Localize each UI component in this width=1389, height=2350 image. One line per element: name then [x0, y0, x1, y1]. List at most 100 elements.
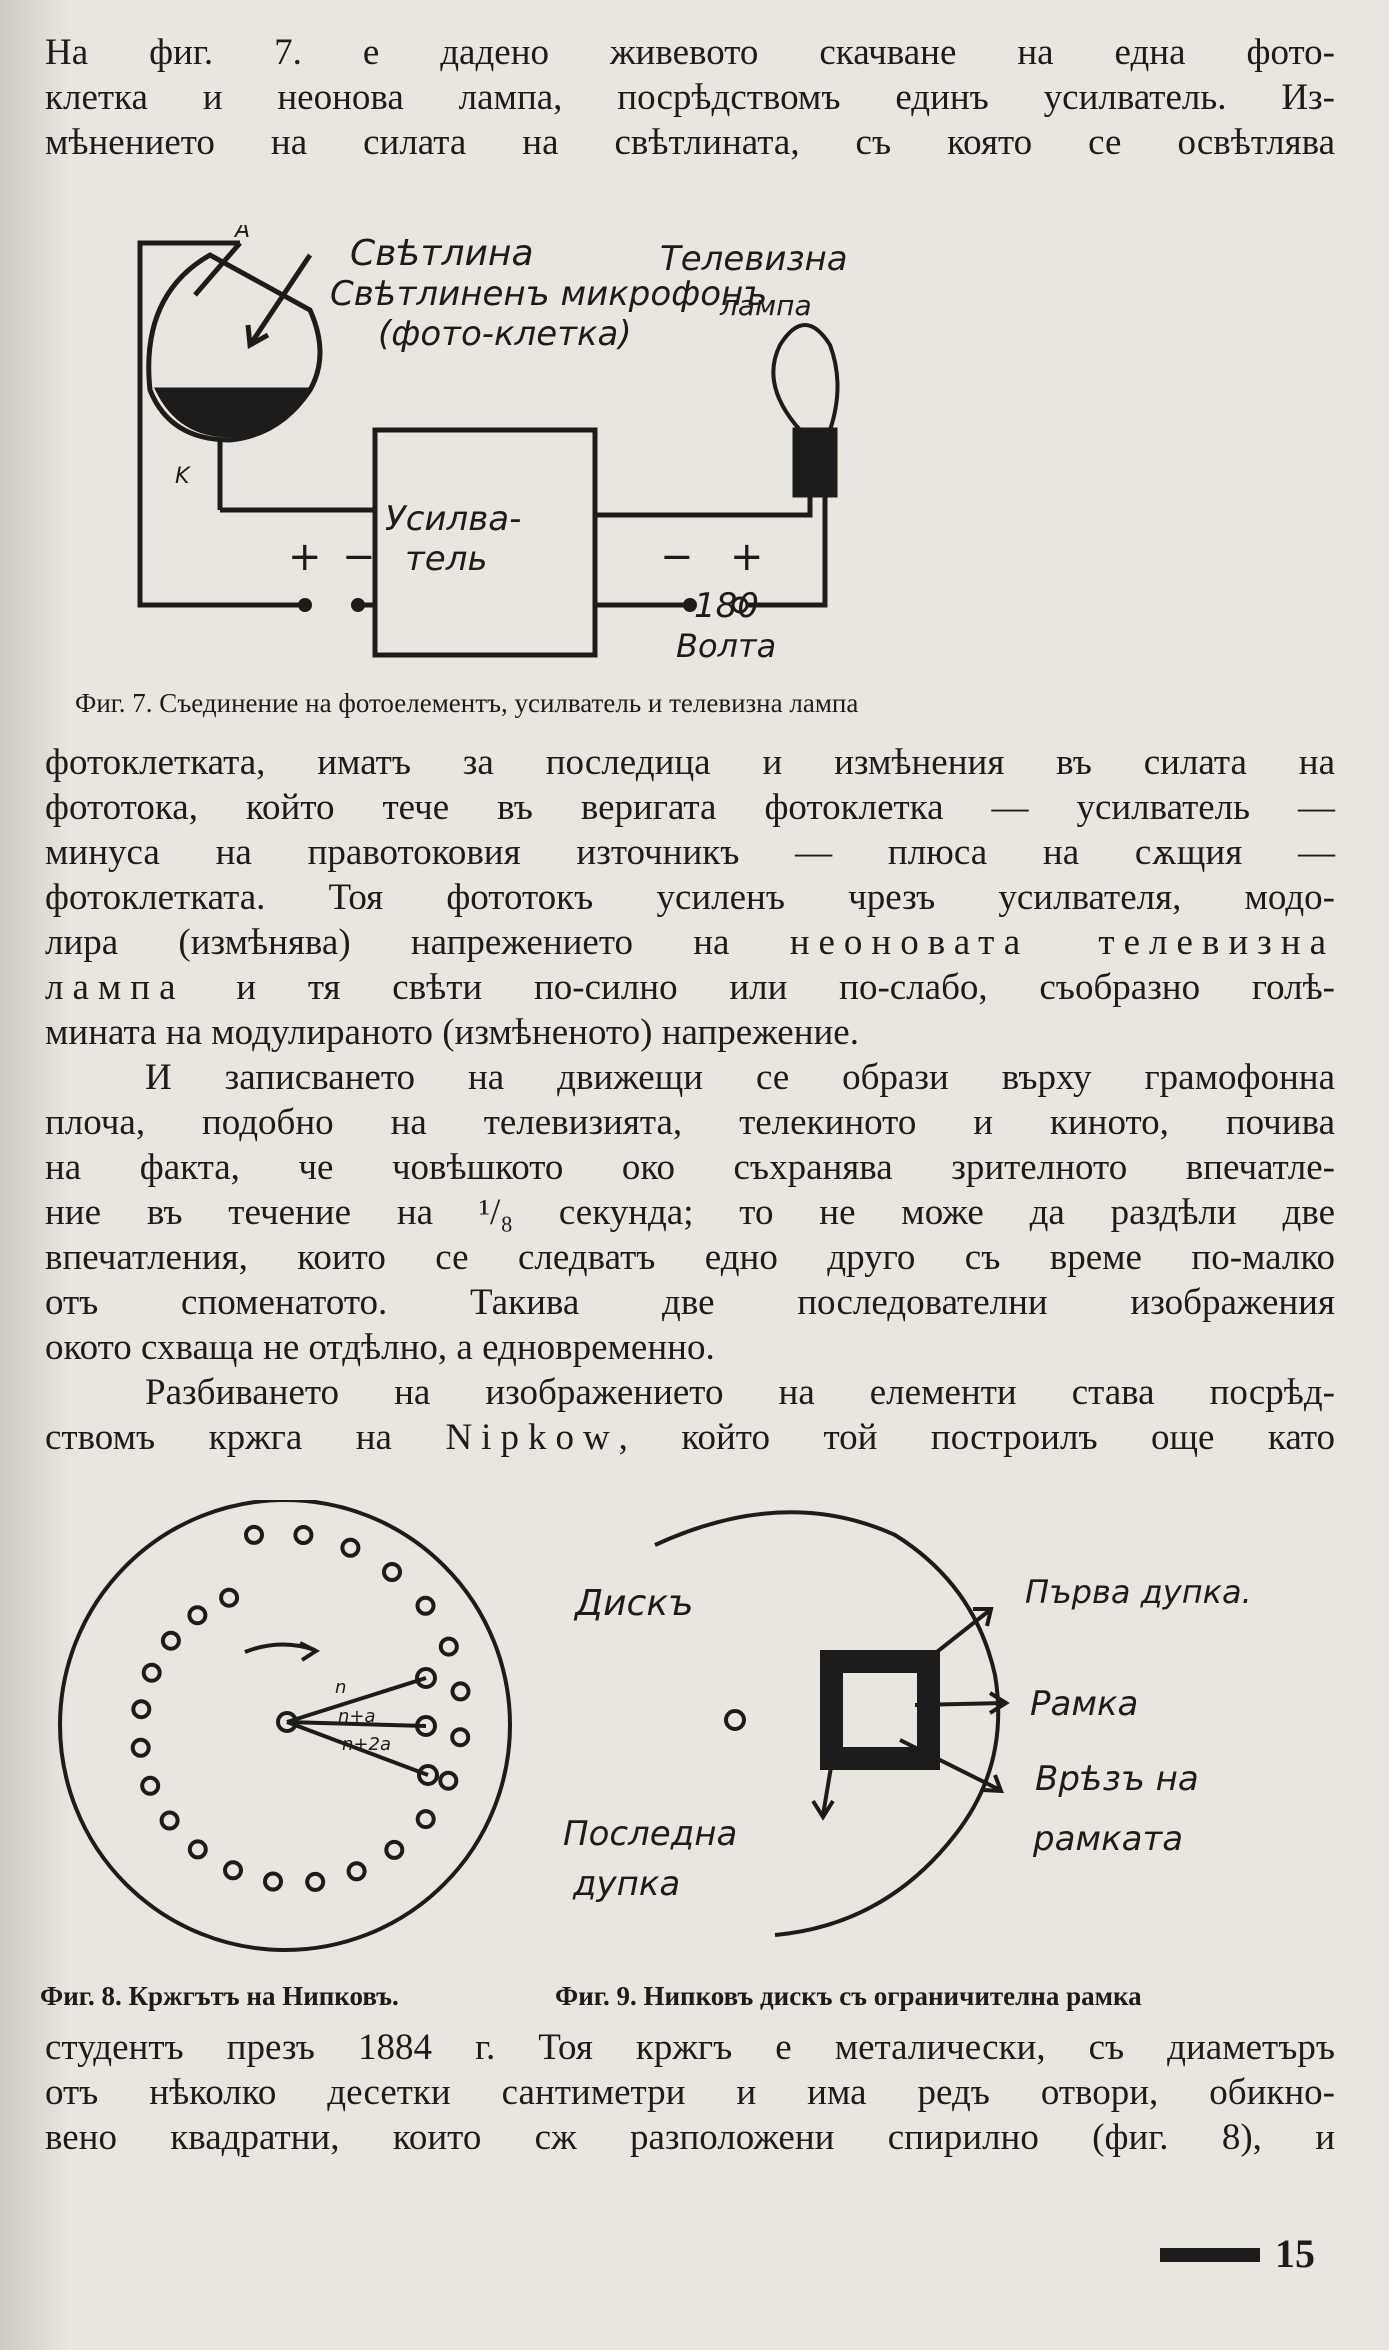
spiral-hole	[346, 1861, 367, 1882]
text-line: лира (измѣнява) напрежението на неоноват…	[45, 920, 1335, 965]
wire-lamp-return	[740, 495, 828, 608]
photocell-cathode-fill	[153, 387, 310, 438]
photocell-anode	[193, 241, 242, 297]
spiral-hole	[141, 1662, 162, 1683]
label-tv: Телевизна	[660, 239, 848, 279]
label-plus-left: +	[288, 534, 322, 580]
label-disk: Дискъ	[573, 1583, 694, 1624]
spiral-hole	[130, 1737, 151, 1758]
text-line: плоча, подобно на телевизията, телекинот…	[45, 1102, 1335, 1143]
label-microphone: Свѣтлиненъ микрофонъ	[330, 274, 767, 314]
text-span: , който той построилъ още като	[618, 1417, 1335, 1458]
tv-lamp-bulb	[771, 323, 840, 432]
text-line: вено квадратни, които сж разположени спи…	[45, 2117, 1335, 2158]
text-line: Разбиването на изображението на елементи…	[145, 1372, 1335, 1413]
emphasis-span: Nipkow	[445, 1417, 619, 1458]
disk-outline	[654, 1510, 1001, 1937]
figure-9-caption: Фиг. 9. Нипковъ дискъ съ ограничителна р…	[555, 1981, 1142, 2011]
text-line: лампа и тя свѣти по-силно или по-слабо, …	[45, 965, 1335, 1010]
label-last-1: Последна	[563, 1814, 737, 1854]
label-cut-1: Врѣзъ на	[1035, 1759, 1199, 1799]
spiral-hole	[223, 1860, 243, 1881]
figure-8-nipkow-circle: n n+a n+2a	[58, 1500, 512, 1952]
spiral-hole	[450, 1681, 471, 1702]
spiral-hole	[244, 1524, 264, 1545]
spiral-hole	[415, 1809, 436, 1830]
spiral-hole	[438, 1770, 459, 1791]
label-volts: Волта	[676, 627, 776, 665]
text-line: впечатления, които се следватъ едно друг…	[45, 1237, 1335, 1278]
footer-rule	[1160, 2248, 1260, 2262]
text-line: ствомъ кржга на Nipkow, който той постро…	[45, 1415, 1335, 1460]
label-n-a: n+a	[338, 1706, 376, 1727]
text-line: отъ споменатото. Такива две последовател…	[45, 1282, 1335, 1323]
spiral-hole	[382, 1562, 402, 1582]
text-line: На фиг. 7. е дадено живевото скачване на…	[45, 32, 1335, 73]
tv-lamp-base	[792, 427, 838, 498]
spiral-hole	[384, 1839, 405, 1860]
text-span: лира (измѣнява) напрежението на	[45, 922, 790, 963]
spiral-hole	[293, 1525, 314, 1545]
disk-center-hole	[724, 1709, 746, 1731]
text-line: студентъ презъ 1884 г. Тоя кржгъ е метал…	[45, 2027, 1335, 2068]
middle-paragraph-1: фотоклетката, иматъ за последица и измѣн…	[45, 740, 1335, 1055]
text-span: ствомъ кржга на	[45, 1417, 446, 1458]
text-line: окото схваща не отдѣлно, а едновременно.	[45, 1327, 715, 1368]
radius-n	[286, 1676, 427, 1724]
wire-left	[137, 240, 305, 608]
spiral-hole	[187, 1605, 208, 1626]
page-spine-shadow	[0, 0, 70, 2350]
text-line: клетка и неонова лампа, посрѣдствомъ еди…	[45, 77, 1335, 118]
spiral-hole	[140, 1775, 161, 1796]
top-paragraph: На фиг. 7. е дадено живевото скачване на…	[45, 30, 1335, 165]
label-plus-right: +	[730, 534, 764, 580]
spiral-hole	[305, 1871, 326, 1892]
terminal-minus-right	[683, 598, 697, 612]
label-photocell: (фото-клетка)	[378, 314, 632, 354]
label-cut-2: рамката	[1032, 1819, 1183, 1859]
arrow-first-hole	[931, 1608, 992, 1657]
terminal-plus-left	[298, 598, 312, 612]
radius-n-2a	[286, 1720, 429, 1777]
text-line: ние въ течение на ¹/₈ секунда; то не мож…	[45, 1192, 1335, 1233]
text-line: отъ нѣколко десетки сантиметри и има ред…	[45, 2072, 1335, 2113]
label-voltage: 180	[694, 586, 759, 626]
spiral-hole	[438, 1636, 459, 1657]
label-frame: Рамка	[1030, 1684, 1138, 1724]
spiral-hole	[159, 1810, 180, 1831]
text-line: мѣнението на силата на свѣтлината, съ ко…	[45, 122, 1335, 163]
text-line: мината на модулираното (измѣненото) напр…	[45, 1012, 859, 1053]
emphasis-span: лампа	[45, 967, 185, 1008]
terminal-minus-left	[351, 598, 365, 612]
radius-n-a	[286, 1720, 427, 1728]
spiral-hole	[415, 1595, 436, 1616]
spiral-hole	[340, 1537, 361, 1558]
arrow-cut	[899, 1738, 1001, 1792]
terminal-plus-right	[731, 596, 749, 614]
label-cathode: K	[175, 464, 191, 489]
scanning-hole	[417, 1764, 439, 1786]
figure-8-caption: Фиг. 8. Кржгътъ на Нипковъ.	[40, 1981, 399, 2011]
nipkow-circle-outline	[58, 1500, 512, 1952]
wire-amp-to-lamp	[595, 495, 813, 518]
spiral-holes	[130, 1524, 471, 1892]
arrow-last-hole	[821, 1754, 835, 1816]
label-n-2a: n+2a	[342, 1734, 391, 1755]
text-line: фотоклетката, иматъ за последица и измѣн…	[45, 742, 1335, 783]
label-minus-right: −	[660, 534, 694, 580]
label-amp-1: Усилва-	[385, 499, 521, 539]
figure-7-caption: Фиг. 7. Съединение на фотоелементъ, усил…	[75, 688, 859, 718]
spiral-hole	[187, 1839, 208, 1860]
text-line: минуса на правотоковия източникъ — плюса…	[45, 832, 1335, 873]
amplifier-box	[372, 427, 598, 658]
text-line: фототока, който тече въ веригата фотокле…	[45, 787, 1335, 828]
arrow-frame	[914, 1701, 1006, 1707]
label-lamp: лампа	[719, 289, 812, 322]
middle-paragraph-2: И записването на движещи се образи върху…	[45, 1055, 1335, 1370]
page-number: 15	[1275, 2231, 1315, 2276]
text-line: И записването на движещи се образи върху…	[145, 1057, 1335, 1098]
scanning-hole	[415, 1667, 437, 1689]
spiral-hole	[160, 1630, 181, 1651]
spiral-hole	[450, 1727, 471, 1748]
